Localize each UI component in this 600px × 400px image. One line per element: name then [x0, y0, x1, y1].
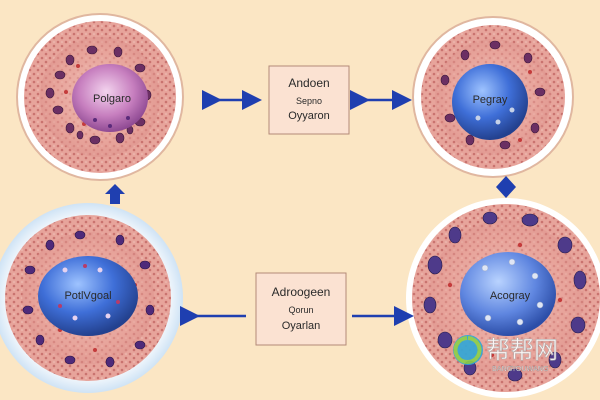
cell-label-top-right: Pegray — [473, 94, 508, 106]
arrows — [180, 90, 414, 326]
cell-label-bottom-left: PotlVgoal — [64, 290, 111, 302]
watermark: 帮帮网 BANGYOUWANG — [453, 335, 558, 373]
box-top-line3: Oyyaron — [288, 110, 330, 122]
nucleus-bottom-right — [460, 252, 556, 336]
label-box-bottom: Adroogeen Qorun Oyarlan — [255, 272, 347, 346]
watermark-brand: 帮帮网 — [486, 336, 558, 364]
organelles-top-left — [45, 45, 152, 145]
organelles-bottom-right — [423, 211, 587, 382]
diamond-right — [496, 176, 516, 198]
connector-markers — [105, 176, 516, 204]
cell-label-bottom-right: Acogray — [490, 290, 531, 302]
up-arrow-left — [105, 184, 125, 204]
box-top-line2: Sepno — [296, 96, 322, 106]
box-bottom-line3: Oyarlan — [282, 320, 321, 332]
cell-bottom-left: PotlVgoal — [0, 203, 183, 393]
cell-top-right: Pegray — [412, 16, 574, 178]
nucleus-bottom-left — [38, 256, 138, 336]
box-bottom-line1: Adroogeen — [272, 285, 331, 299]
cell-label-top-left: Polgaro — [93, 93, 131, 105]
box-bottom-line2: Qorun — [288, 305, 313, 315]
label-box-top: Andoen Sepno Oyyaron — [268, 65, 350, 135]
box-top-line1: Andoen — [288, 76, 329, 90]
nucleus-top-left — [72, 64, 148, 132]
organelles-top-right — [440, 40, 546, 150]
organelles-bottom-left — [22, 230, 155, 368]
watermark-sub: BANGYOUWANG — [492, 365, 548, 373]
cell-top-left: Polgaro — [16, 13, 184, 181]
nucleus-top-right — [452, 64, 528, 140]
